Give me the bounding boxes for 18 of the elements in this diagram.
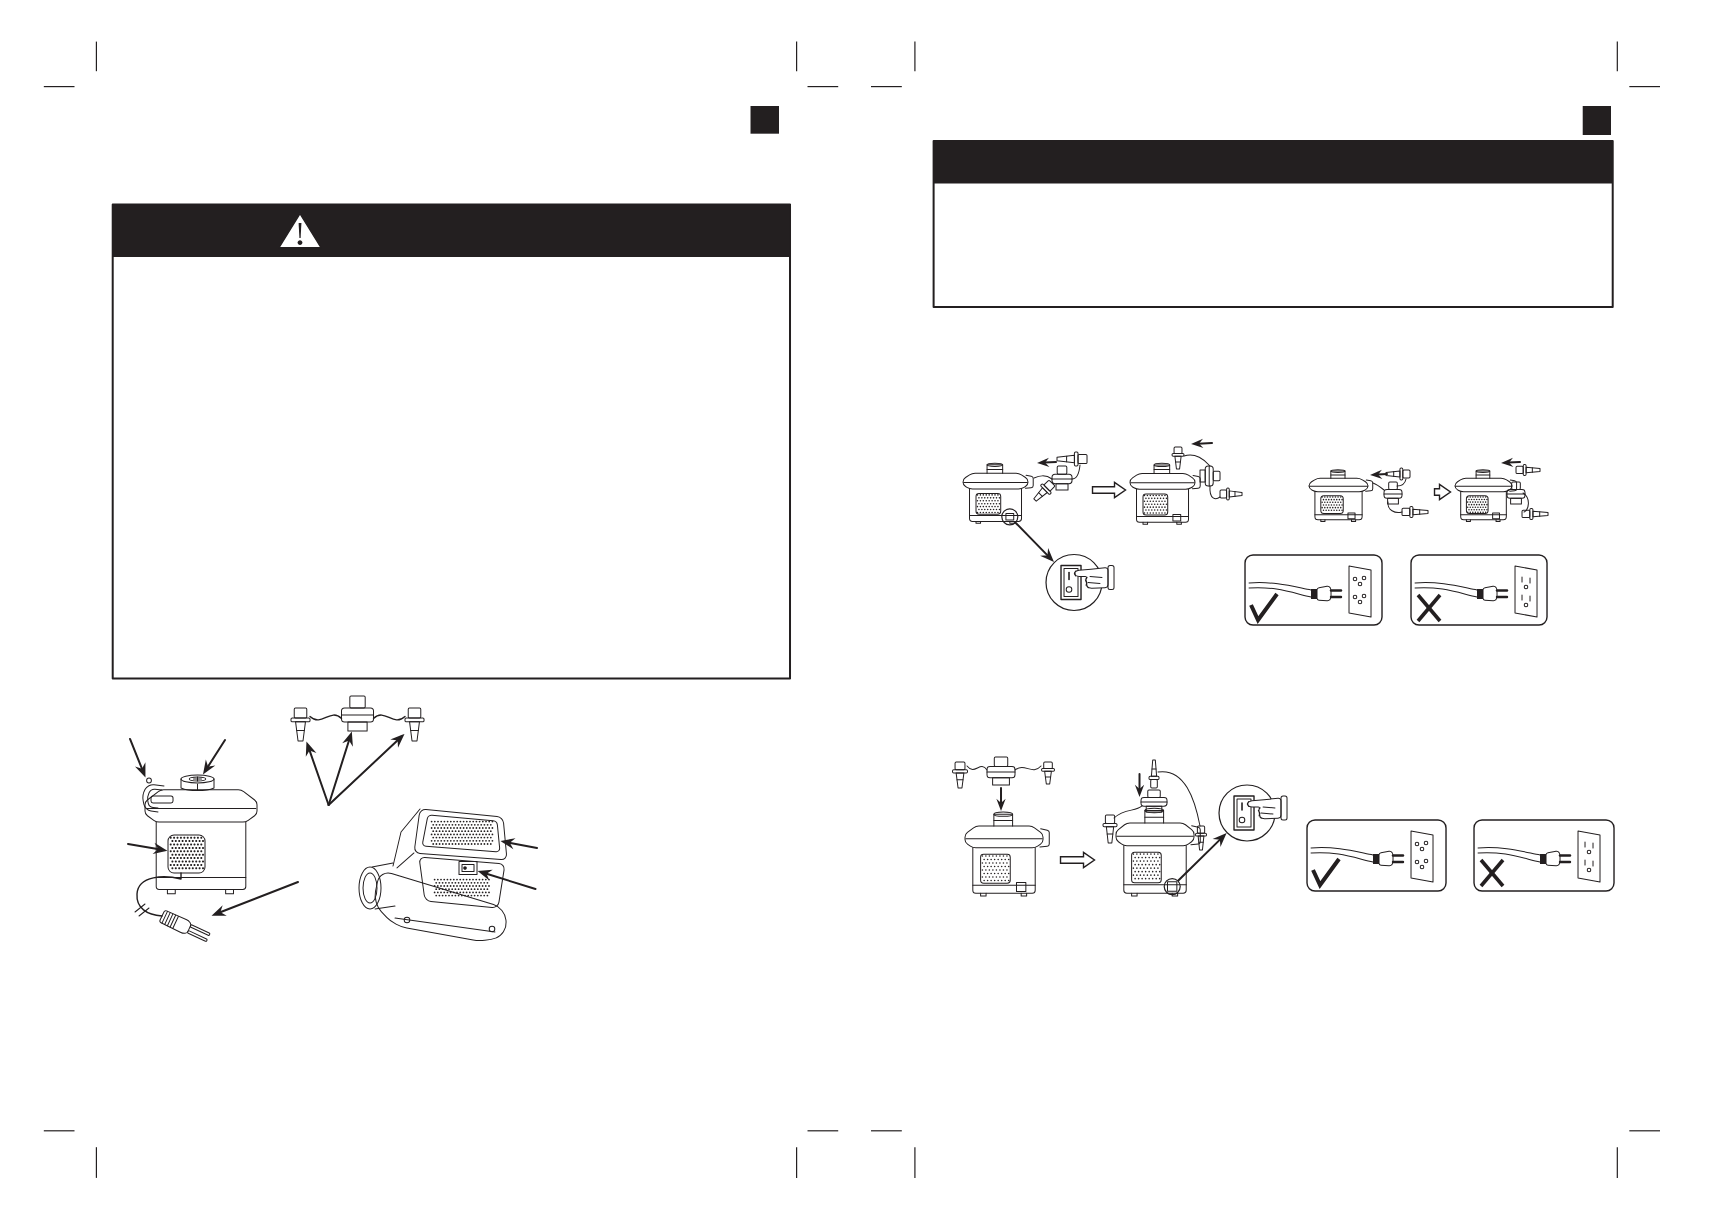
hollow-arrow xyxy=(1091,481,1127,499)
nozzle xyxy=(290,707,311,742)
air-outlet xyxy=(180,774,215,792)
air-pump xyxy=(1454,464,1549,522)
highlight-ring xyxy=(1163,878,1181,896)
nozzle xyxy=(404,707,425,742)
highlight-ring xyxy=(1001,508,1019,526)
hollow-arrow xyxy=(1433,483,1452,501)
air-pump xyxy=(1129,446,1243,525)
air-pump xyxy=(1308,467,1429,522)
hollow-arrow xyxy=(1059,851,1096,869)
power-plug xyxy=(159,910,211,942)
hose-holder xyxy=(142,777,165,813)
air-pump xyxy=(952,756,1055,897)
power-switch xyxy=(458,861,478,875)
nozzle-valve xyxy=(309,695,406,732)
air-grille xyxy=(422,814,501,853)
air-grille xyxy=(167,834,206,874)
